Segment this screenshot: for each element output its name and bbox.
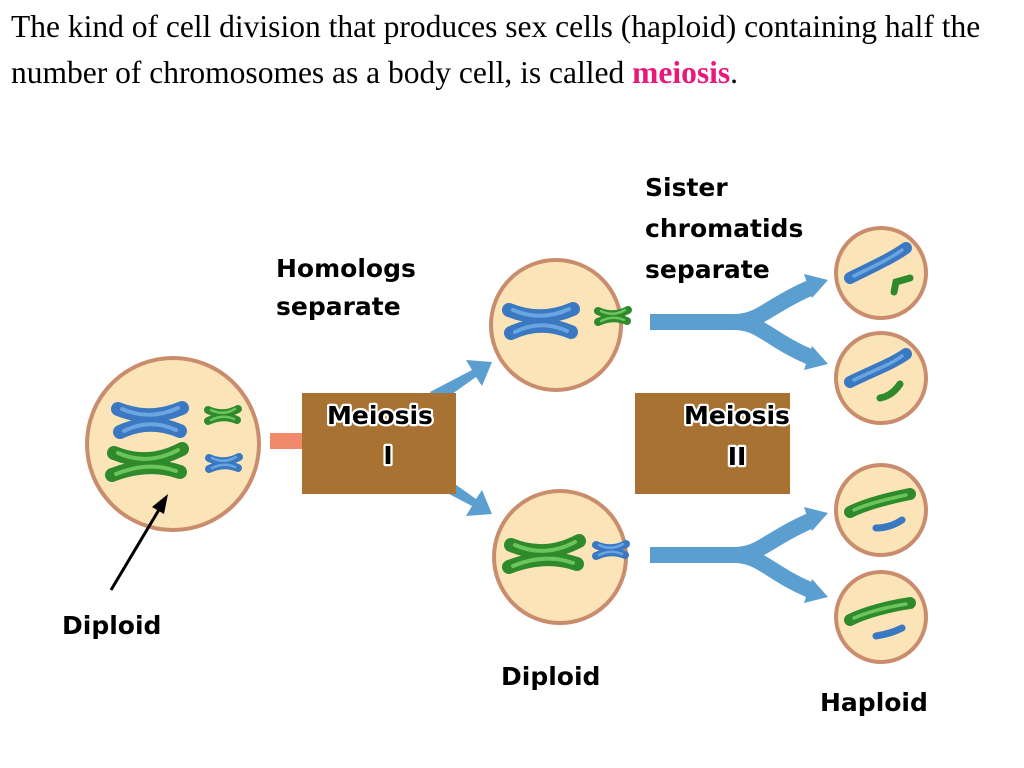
- fork-upper-icon: [650, 274, 828, 370]
- haploid-cell-3: [834, 463, 928, 557]
- heading-text: The kind of cell division that produces …: [11, 4, 1016, 96]
- homologs-label-line2: separate: [276, 292, 401, 321]
- heading-main: The kind of cell division that produces …: [11, 9, 981, 90]
- meiosis-1-box: [302, 393, 456, 494]
- diploid-mid-label: Diploid: [501, 662, 600, 691]
- meiosis-2-label-line1: Meiosis: [684, 401, 790, 430]
- meiosis-1-label-line1: Meiosis: [327, 401, 433, 430]
- diploid-cell-upper: [489, 258, 628, 392]
- heading-keyword: meiosis: [632, 55, 731, 90]
- pointer-arrow-icon: [109, 494, 168, 591]
- sister-label-line1: Sister: [645, 173, 728, 202]
- sister-label-line2: chromatids: [645, 214, 803, 243]
- meiosis-2-box: [635, 393, 790, 494]
- sister-label-line3: separate: [645, 255, 770, 284]
- diploid-cell-lower: [492, 489, 626, 625]
- homologs-label-line1: Homologs: [276, 254, 416, 283]
- haploid-cell-4: [834, 570, 928, 664]
- haploid-cell-1: [834, 226, 928, 320]
- diploid-start-label: Diploid: [62, 611, 161, 640]
- fork-lower-icon: [650, 507, 828, 603]
- heading-period: .: [730, 55, 738, 90]
- haploid-cell-2: [834, 331, 928, 425]
- connector-bar: [270, 433, 306, 449]
- diploid-cell-start: [85, 356, 261, 532]
- meiosis-2-label-line2: II: [728, 442, 747, 471]
- haploid-label: Haploid: [820, 688, 928, 717]
- meiosis-1-label-line2: I: [383, 441, 392, 470]
